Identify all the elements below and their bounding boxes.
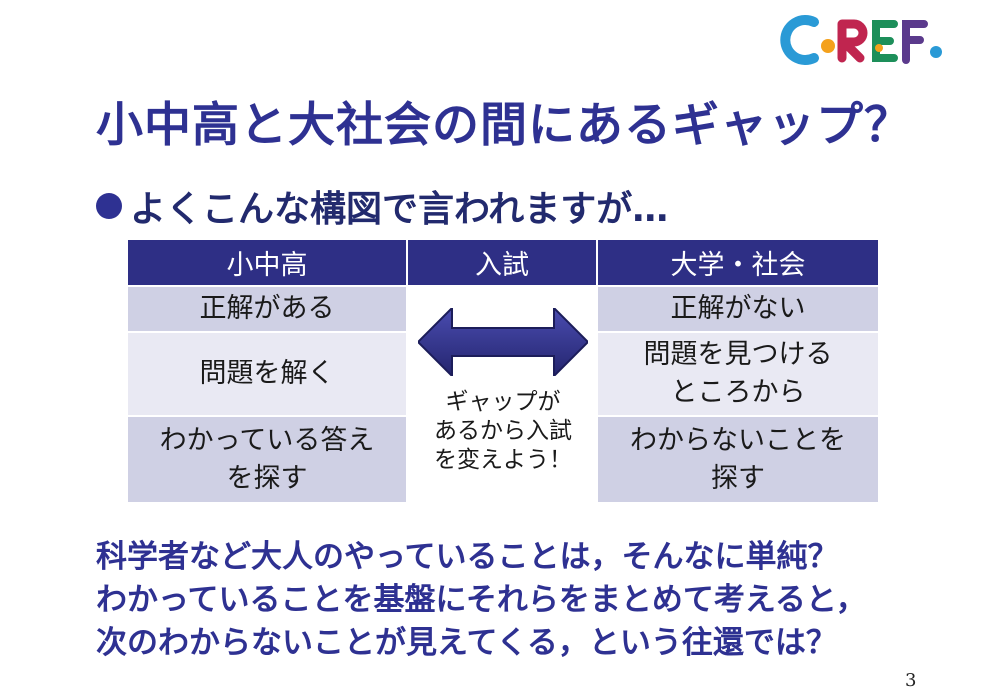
conclusion-text: 科学者など大人のやっていることは，そんなに単純？ わかっていることを基盤にそれら… xyxy=(96,536,867,665)
bullet-item: よくこんな構図で言われますが… xyxy=(96,180,668,232)
left-row-1: 正解がある xyxy=(128,287,406,331)
left-row-3: わかっている答え を探す xyxy=(128,417,406,502)
right-row-2: 問題を見つける ところから xyxy=(598,333,878,415)
page-number: 3 xyxy=(905,670,917,691)
header-middle: 入試 xyxy=(408,240,596,285)
conclusion-line-3: 次のわからないことが見えてくる，という往還では？ xyxy=(96,625,837,661)
conclusion-line-1: 科学者など大人のやっていることは，そんなに単純？ xyxy=(96,539,839,575)
right-row-3: わからないことを 探す xyxy=(598,417,878,502)
left-row-2: 問題を解く xyxy=(128,333,406,415)
header-right: 大学・社会 xyxy=(598,240,878,285)
slide-title: 小中高と大社会の間にあるギャップ？ xyxy=(96,98,912,153)
header-left: 小中高 xyxy=(128,240,406,285)
double-arrow-icon xyxy=(418,308,588,376)
right-row-1: 正解がない xyxy=(598,287,878,331)
conclusion-line-2: わかっていることを基盤にそれらをまとめて考えると， xyxy=(96,582,867,618)
comparison-table: 小中高 入試 大学・社会 正解がある 問題を解く わかっている答え を探す 正解… xyxy=(128,240,878,502)
coref-logo xyxy=(780,15,942,65)
bullet-text: よくこんな構図で言われますが… xyxy=(130,189,669,230)
bullet-dot-icon xyxy=(96,193,122,219)
gap-note: ギャップが あるから入試 を変えよう！ xyxy=(434,389,572,473)
